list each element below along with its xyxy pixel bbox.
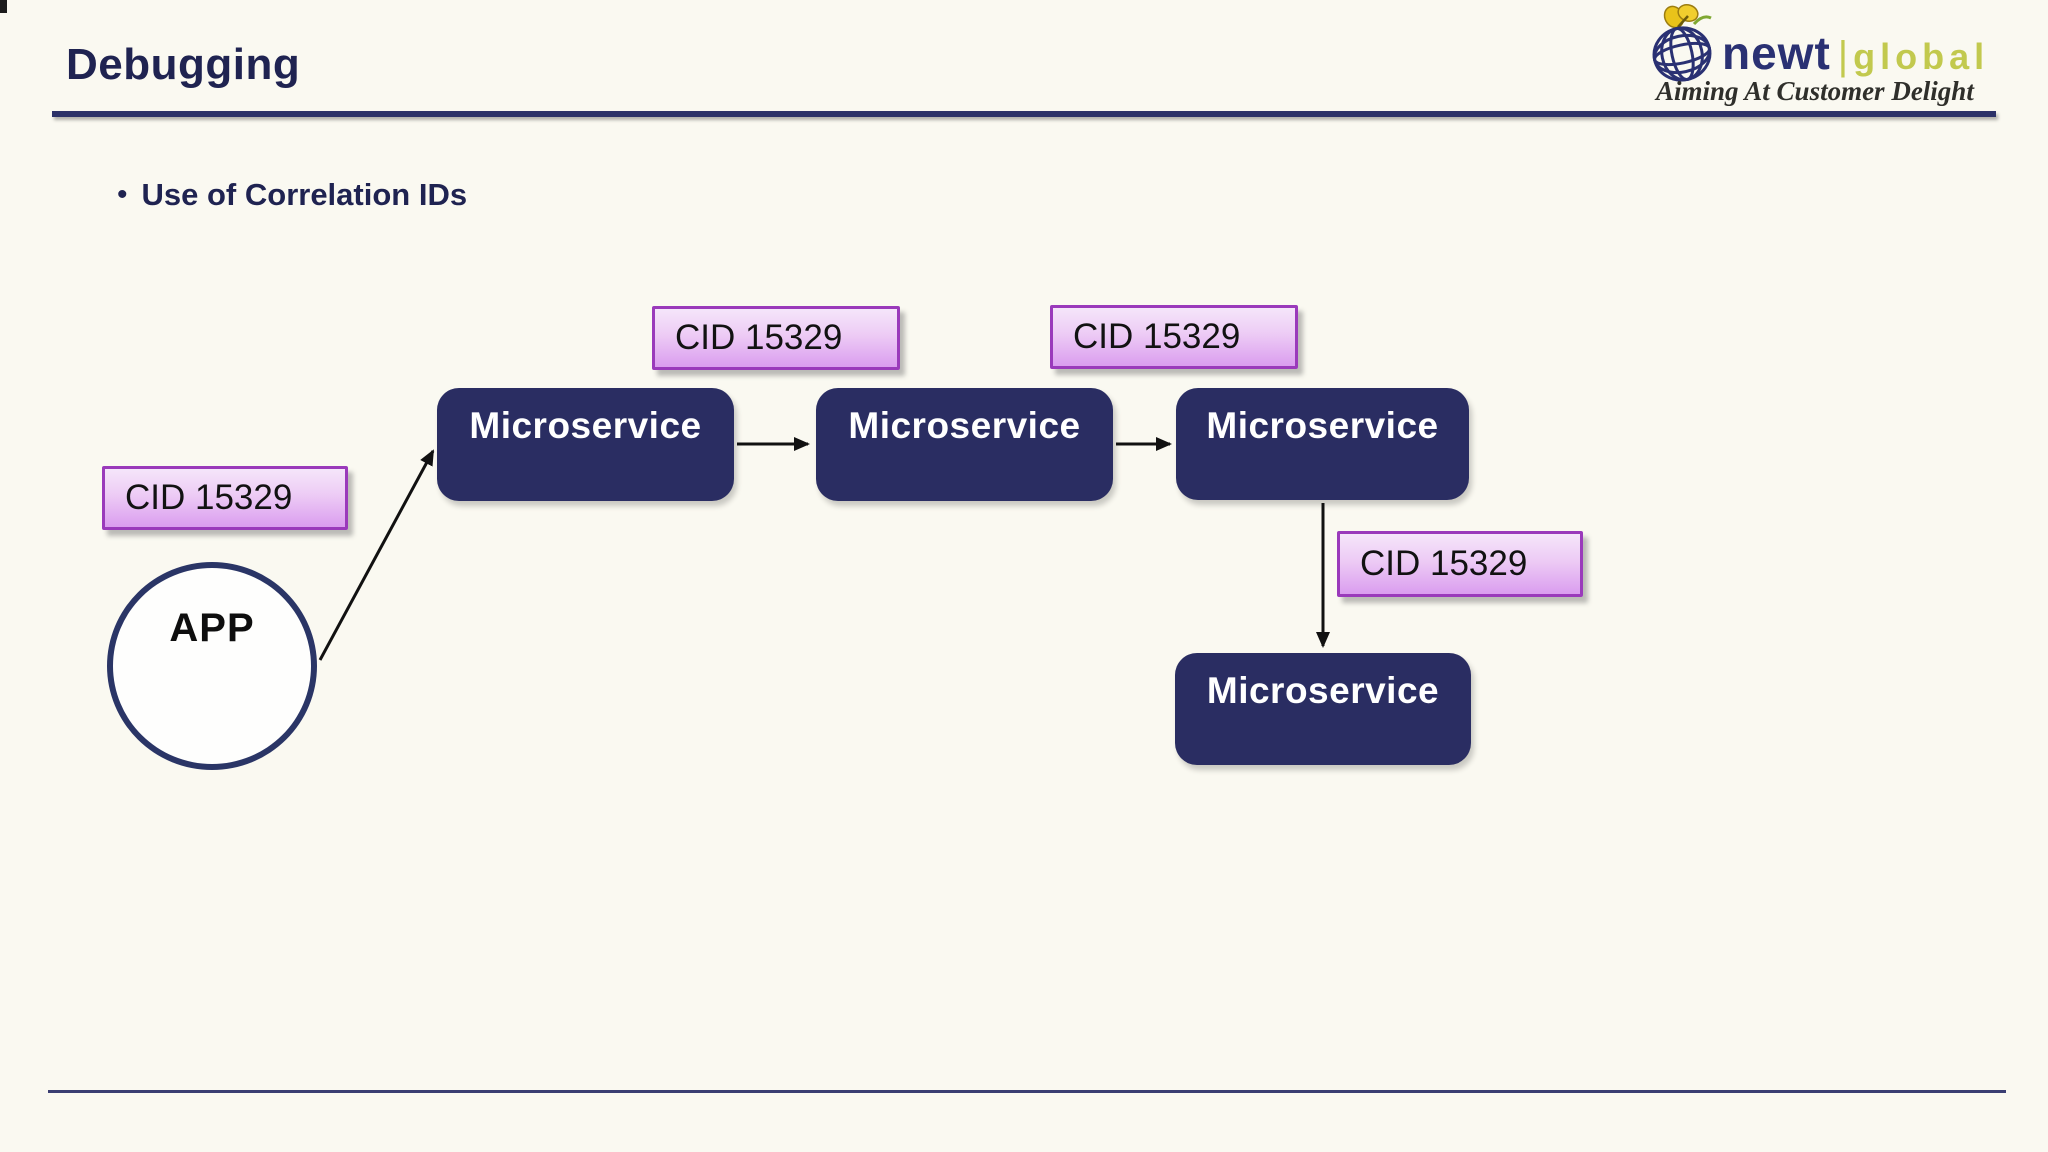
service-node-4: Microservice [1175, 653, 1471, 765]
cid-label-text: CID 15329 [125, 478, 293, 517]
cid-label-service2: CID 15329 [1050, 305, 1298, 369]
service-node-label: Microservice [1206, 405, 1439, 446]
service-node-label: Microservice [469, 405, 702, 446]
cid-label-text: CID 15329 [675, 318, 843, 357]
globe-wireframe-icon [1652, 26, 1712, 82]
cid-label-service1: CID 15329 [652, 306, 900, 370]
title-underline [52, 111, 1996, 117]
screen-corner-artifact [0, 0, 7, 13]
logo-tagline: Aiming At Customer Delight [1656, 76, 1974, 106]
cid-label-text: CID 15329 [1360, 544, 1528, 583]
brand-global: global [1853, 36, 1990, 77]
service-node-1: Microservice [437, 388, 734, 501]
bullet-text: Use of Correlation IDs [141, 177, 468, 212]
brand-wordmark: newt | global [1722, 26, 1989, 80]
service-node-2: Microservice [816, 388, 1113, 501]
bottom-divider [48, 1090, 2006, 1093]
brand-newt: newt [1722, 27, 1831, 79]
cid-label-app: CID 15329 [102, 466, 348, 530]
app-node: APP [107, 562, 317, 770]
app-node-label: APP [169, 606, 255, 650]
cid-label-text: CID 15329 [1073, 317, 1241, 356]
service-node-label: Microservice [848, 405, 1081, 446]
bullet-item: • Use of Correlation IDs [117, 175, 467, 215]
cid-label-service4: CID 15329 [1337, 531, 1583, 597]
bullet-marker: • [117, 178, 128, 211]
newtglobal-logo-icon [1652, 4, 1712, 82]
butterfly-icon [1663, 4, 1712, 29]
service-node-3: Microservice [1176, 388, 1469, 500]
brand-separator: | [1837, 34, 1849, 78]
page-title: Debugging [66, 40, 301, 89]
service-node-label: Microservice [1206, 670, 1440, 711]
